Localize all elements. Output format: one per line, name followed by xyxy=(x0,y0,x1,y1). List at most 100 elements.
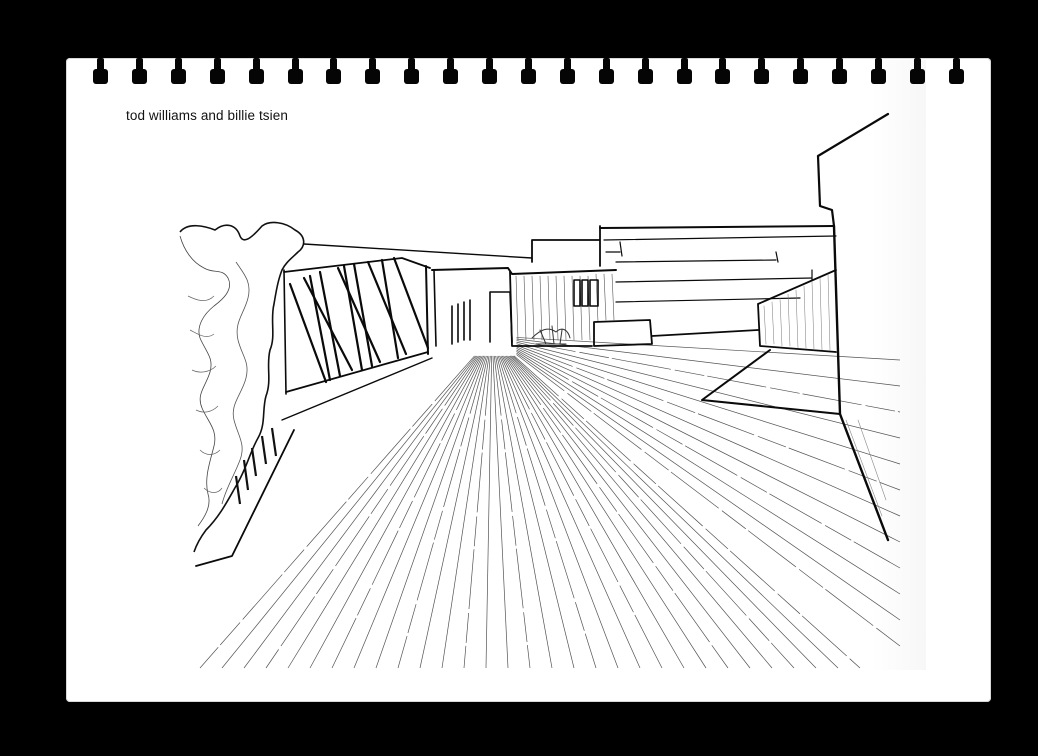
floor-ray xyxy=(287,355,481,669)
planter-edge xyxy=(195,429,295,567)
binding-ring xyxy=(404,58,420,86)
binding-ring-hole xyxy=(637,69,653,84)
binding-ring xyxy=(520,58,536,86)
building-left-wing xyxy=(195,243,533,567)
floor-perspective-lines xyxy=(199,337,901,669)
floor-ray xyxy=(495,355,553,669)
binding-ring-hole xyxy=(248,69,264,84)
center-door-panels xyxy=(451,299,471,345)
binding-ring-hole xyxy=(559,69,575,84)
floor-ray xyxy=(516,349,901,569)
floor-ray xyxy=(516,352,901,621)
floor-ray xyxy=(397,355,487,669)
binding-ring xyxy=(676,58,692,86)
tree-trunks xyxy=(234,427,278,505)
floor-ray xyxy=(513,355,861,669)
binding-ring xyxy=(948,58,964,86)
binding-ring-hole xyxy=(170,69,186,84)
binding-ring-hole xyxy=(754,69,770,84)
binding-ring-wire xyxy=(563,58,571,70)
binding-ring xyxy=(871,58,886,86)
diagonal-louvers xyxy=(288,256,430,384)
floor-ray xyxy=(375,355,486,669)
floor-ray xyxy=(492,355,509,669)
center-hatching xyxy=(515,273,615,341)
sketch-caption: tod williams and billie tsien xyxy=(126,108,288,123)
binding-ring-hole xyxy=(676,69,692,84)
binding-ring xyxy=(170,58,186,86)
binding-ring xyxy=(365,58,381,86)
center-wall-left xyxy=(433,269,437,347)
binding-ring-wire xyxy=(97,58,104,70)
floor-ray xyxy=(353,355,485,669)
tree-inner-texture-a xyxy=(179,235,230,527)
binding-ring xyxy=(909,58,925,86)
binding-ring-hole xyxy=(715,69,731,84)
left-wall-top xyxy=(283,257,431,273)
binding-ring xyxy=(482,58,497,86)
binding-ring xyxy=(443,58,459,86)
binding-ring-wire xyxy=(408,58,416,70)
floor-ray xyxy=(516,346,901,517)
center-windows xyxy=(573,279,599,307)
plant-sprig xyxy=(531,325,571,345)
sketchbook-page xyxy=(66,58,991,702)
floor-ray xyxy=(500,355,641,669)
binding-ring-hole xyxy=(832,69,848,84)
right-step-verticals xyxy=(619,241,813,281)
binding-ring xyxy=(559,58,575,86)
floor-ray xyxy=(503,355,685,669)
low-bench xyxy=(593,319,653,347)
binding-ring-wire xyxy=(213,58,221,70)
binding-ring-wire xyxy=(797,58,805,70)
floor-ray xyxy=(497,355,597,669)
binding-ring-hole xyxy=(404,69,420,84)
right-upper-roof xyxy=(599,225,835,229)
left-wall-bottom xyxy=(285,351,429,393)
tree-inner-texture-b xyxy=(221,261,250,505)
floor-ray xyxy=(516,348,901,543)
floor-ray xyxy=(501,355,663,669)
tree-inner-texture-c xyxy=(187,295,223,493)
floor-ray xyxy=(493,355,531,669)
floor-ray xyxy=(509,355,795,669)
tall-wall-cap xyxy=(816,112,890,228)
binding-ring-wire xyxy=(174,58,182,70)
center-roof xyxy=(431,267,617,275)
center-wall-right xyxy=(509,271,593,347)
binding-ring-wire xyxy=(330,58,338,70)
foliage-trees xyxy=(179,221,305,553)
floor-ray xyxy=(243,355,478,669)
binding-ring-hole xyxy=(793,69,809,84)
floor-ray xyxy=(496,355,575,669)
binding-ring-hole xyxy=(598,69,614,84)
floor-ray xyxy=(265,355,479,669)
floor-ray xyxy=(419,355,489,669)
floor-ray xyxy=(221,355,477,669)
binding-ring-hole xyxy=(443,69,459,84)
floor-ray xyxy=(499,355,619,669)
floor-ray xyxy=(516,340,901,413)
floor-ray xyxy=(516,337,901,361)
binding-ring-wire xyxy=(836,58,844,70)
binding-ring-wire xyxy=(758,58,766,70)
left-wall-base xyxy=(281,357,433,421)
binding-ring-hole xyxy=(520,69,536,84)
binding-ring-wire xyxy=(486,58,493,70)
binding-ring-wire xyxy=(524,58,532,70)
binding-ring-wire xyxy=(680,58,688,70)
binding-ring-wire xyxy=(875,58,882,70)
floor-ray xyxy=(511,355,817,669)
right-lower-roof xyxy=(651,329,759,337)
floor-ray xyxy=(507,355,751,669)
floor-ray xyxy=(463,355,491,669)
floor-ray xyxy=(508,355,773,669)
binding-ring-wire xyxy=(913,58,921,70)
binding-ring xyxy=(715,58,731,86)
binding-ring-hole xyxy=(209,69,225,84)
binding-ring-hole xyxy=(131,69,147,84)
binding-ring-hole xyxy=(287,69,303,84)
binding-ring xyxy=(832,58,848,86)
